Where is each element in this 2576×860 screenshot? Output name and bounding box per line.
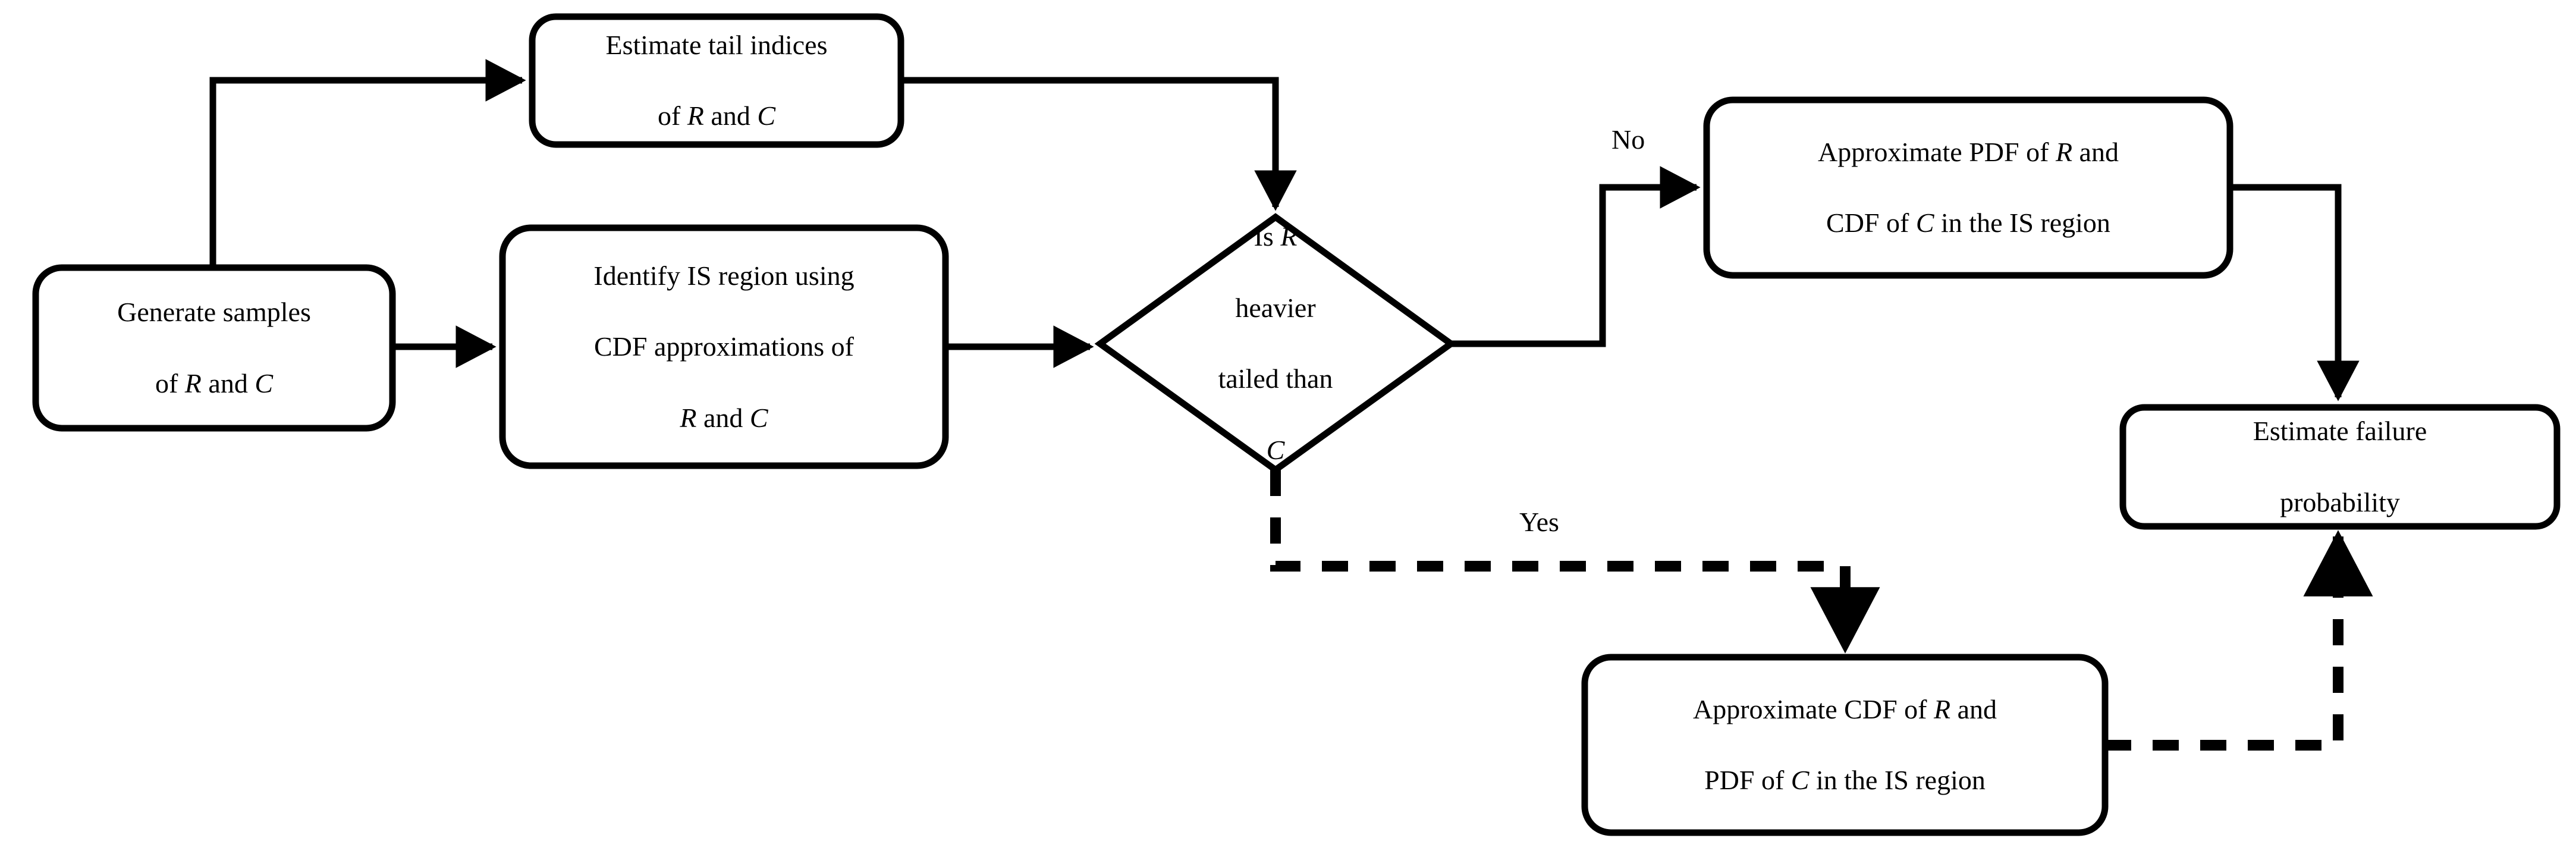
edge-tail-indices-to-decision <box>901 77 1297 211</box>
edge-decision-no <box>1451 166 1701 347</box>
edge-label-no: No <box>1611 124 1645 155</box>
edge-generate-to-tail-indices <box>209 59 526 268</box>
edge-decision-yes <box>1270 470 1880 654</box>
edge-cdf-to-estimate <box>2105 530 2373 751</box>
node-approximate-cdf-r-pdf-c[interactable] <box>1581 654 2109 836</box>
edge-label-yes: Yes <box>1519 507 1559 537</box>
node-decision-heavier-tailed[interactable] <box>1094 213 1457 474</box>
node-estimate-tail-indices[interactable] <box>529 13 904 148</box>
edge-pdf-to-estimate <box>2230 184 2360 401</box>
node-approximate-pdf-r-cdf-c[interactable] <box>1703 96 2233 279</box>
node-estimate-failure-probability[interactable] <box>2119 404 2561 530</box>
node-identify-is-region[interactable] <box>499 224 949 469</box>
node-generate-samples[interactable] <box>32 264 396 432</box>
